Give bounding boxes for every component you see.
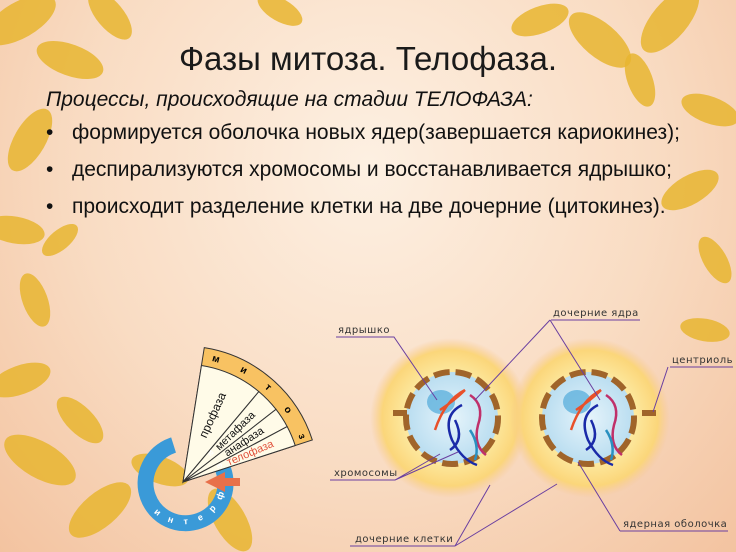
- leaf-icon: [568, 12, 632, 68]
- bullet-item: •формируется оболочка новых ядер(заверша…: [46, 118, 686, 147]
- bullet-item: •происходит разделение клетки на две доч…: [46, 192, 686, 221]
- leaf-icon: [7, 108, 53, 172]
- leaf-icon: [680, 318, 730, 342]
- interphase-letter: н: [167, 514, 175, 525]
- leaf-icon: [624, 53, 656, 107]
- slide-title: Фазы митоза. Телофаза.: [178, 40, 558, 77]
- mitosis-letter: т: [262, 382, 273, 394]
- interphase-letter: т: [183, 516, 189, 526]
- leaf-icon: [88, 0, 132, 40]
- leaf-icon: [640, 0, 700, 53]
- label-lines: [330, 319, 733, 547]
- label-chromosomes: хромосомы: [334, 468, 398, 479]
- nucleus-left: [403, 369, 501, 467]
- interphase-letter: з: [213, 461, 224, 470]
- leaf-icon: [0, 0, 56, 46]
- leaf-icon: [661, 169, 719, 211]
- telophase-cell-diagram: ядрышко дочерние ядра центриоль хромосом…: [330, 308, 733, 547]
- bullet-icon: •: [46, 195, 54, 218]
- leaf-icon: [0, 215, 45, 245]
- leaf-icon: [698, 236, 732, 284]
- interphase-letter: а: [204, 448, 215, 459]
- bullet-list: •формируется оболочка новых ядер(заверша…: [46, 118, 686, 229]
- interphase-letter: и: [152, 507, 163, 518]
- interphase-letter: е: [196, 512, 205, 523]
- interphase-letter: ф: [214, 490, 226, 501]
- slide-subtitle: Процессы, происходящие на стадии ТЕЛОФАЗ…: [46, 88, 533, 111]
- leaf-icon: [41, 223, 79, 257]
- label-centriole: центриоль: [672, 355, 733, 366]
- centriole-left: [393, 410, 407, 416]
- interphase-arc: [137, 435, 234, 532]
- phase-sector: [182, 425, 296, 483]
- mitosis-letter: з: [295, 432, 307, 441]
- label-daughter-cells: дочерние клетки: [355, 534, 453, 545]
- nucleolus-right: [563, 390, 591, 414]
- leaf-icon: [511, 3, 569, 37]
- interphase-letter: р: [207, 503, 218, 514]
- leaf-icon: [36, 40, 104, 80]
- leaf-icon: [257, 0, 303, 26]
- leaf-icon: [0, 362, 51, 398]
- leaf-icon: [681, 93, 736, 127]
- centriole-right: [642, 410, 656, 416]
- chromosomes: [433, 388, 623, 467]
- label-nuclear-envelope: ядерная оболочка: [623, 519, 727, 530]
- leaf-icon: [4, 434, 76, 486]
- nucleus-right: [539, 369, 637, 467]
- mitosis-letter: м: [211, 353, 221, 366]
- bullet-icon: •: [46, 158, 54, 181]
- bullet-icon: •: [46, 121, 54, 144]
- bullet-item: • деспирализуются хромосомы и восстанавл…: [46, 155, 686, 184]
- leaf-icon: [68, 482, 132, 538]
- leaf-icon: [56, 396, 104, 444]
- leaf-icon: [19, 273, 51, 327]
- label-daughter-nuclei: дочерние ядра: [553, 308, 639, 319]
- mitosis-letter: и: [238, 364, 249, 377]
- label-nucleolus: ядрышко: [338, 325, 390, 336]
- arrow-icon: [205, 472, 240, 492]
- mitosis-letter: о: [281, 405, 294, 416]
